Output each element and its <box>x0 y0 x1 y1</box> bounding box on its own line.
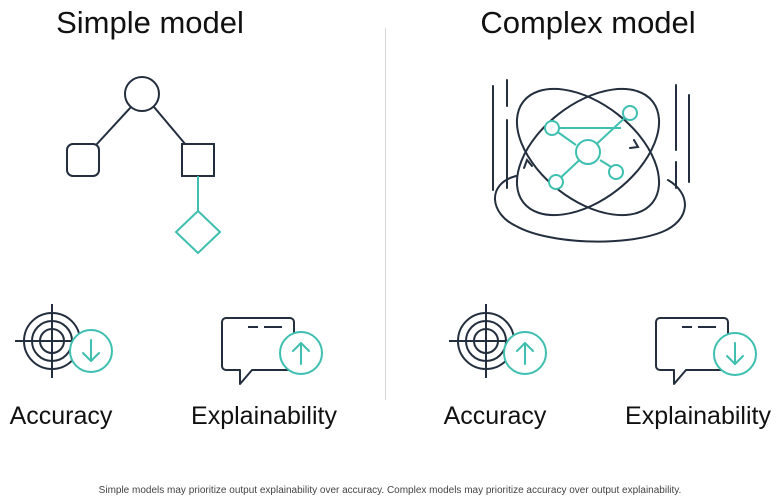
neural-network-orbit-icon <box>492 79 690 243</box>
explainability-down-arrow-icon <box>713 332 757 376</box>
explainability-label: Explainability <box>625 402 771 430</box>
explainability-label: Explainability <box>191 402 337 430</box>
accuracy-up-arrow-icon <box>503 331 547 375</box>
complex-model-panel: Complex model <box>386 0 780 460</box>
explainability-speech-bubble-icon <box>221 317 295 385</box>
simple-model-panel: Simple model Accuracy <box>0 0 385 460</box>
accuracy-label: Accuracy <box>443 402 547 430</box>
explainability-speech-bubble-icon <box>655 317 729 385</box>
decision-tree-icon <box>66 76 222 255</box>
explainability-up-arrow-icon <box>279 331 323 375</box>
complex-model-title: Complex model <box>480 5 696 40</box>
panel-divider <box>385 28 386 400</box>
accuracy-label: Accuracy <box>9 402 113 430</box>
simple-model-title: Simple model <box>56 5 244 40</box>
figure-caption: Simple models may prioritize output expl… <box>98 485 682 496</box>
accuracy-down-arrow-icon <box>69 329 113 373</box>
